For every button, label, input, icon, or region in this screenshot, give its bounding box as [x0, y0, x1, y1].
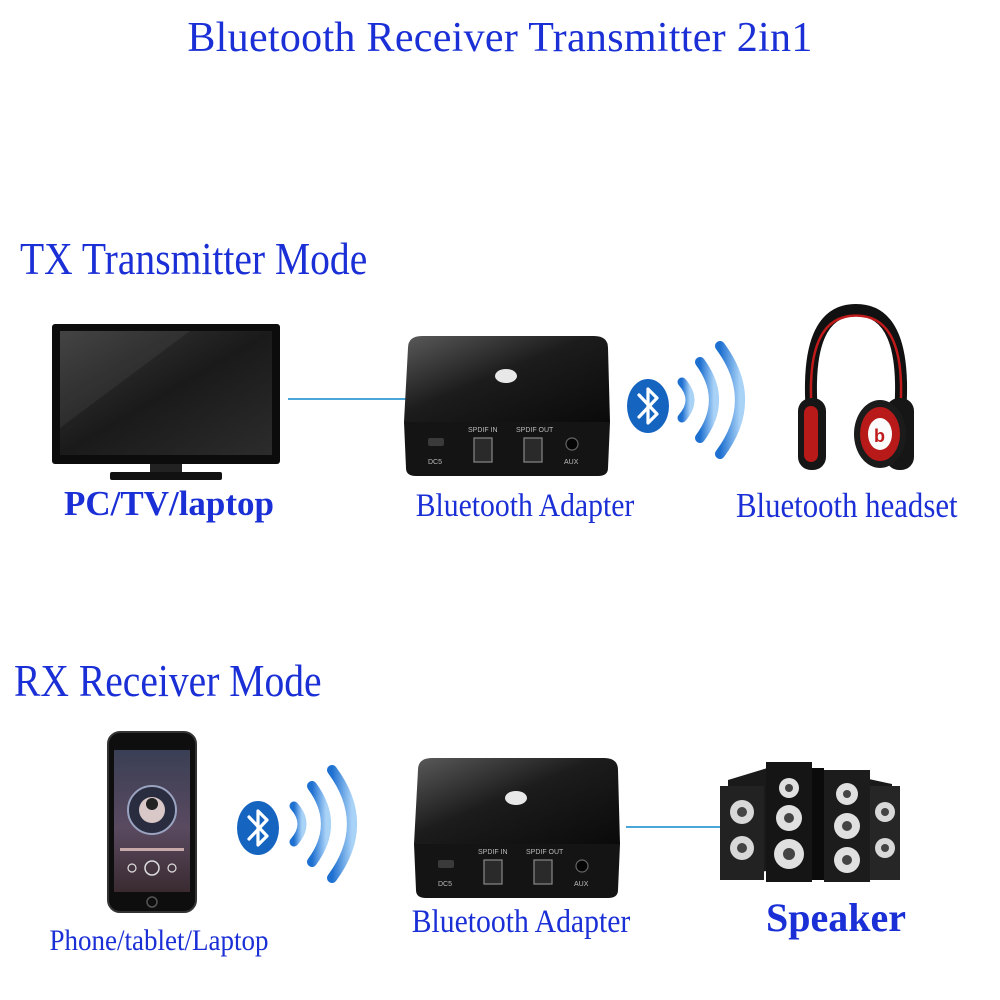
rx-mode-heading: RX Receiver Mode — [14, 655, 322, 706]
svg-text:SPDIF OUT: SPDIF OUT — [526, 849, 564, 856]
svg-text:AUX: AUX — [574, 881, 589, 888]
rx-adapter-label: Bluetooth Adapter — [411, 904, 631, 940]
svg-text:SPDIF IN: SPDIF IN — [468, 427, 498, 434]
speaker-icon — [720, 762, 900, 882]
monitor-icon — [52, 324, 280, 480]
svg-text:SPDIF OUT: SPDIF OUT — [516, 427, 554, 434]
headphone-brand-logo: b — [874, 426, 885, 446]
rx-sink-label: Speaker — [766, 895, 906, 940]
phone-icon — [107, 731, 197, 913]
bluetooth-icon — [237, 801, 279, 855]
headphones-icon: b — [798, 303, 914, 470]
tx-cable — [288, 398, 406, 400]
bluetooth-adapter-device: DC5 SPDIF IN SPDIF OUT AUX — [404, 336, 610, 476]
tx-adapter-label: Bluetooth Adapter — [415, 488, 635, 524]
svg-text:SPDIF IN: SPDIF IN — [478, 849, 508, 856]
rx-cable — [626, 826, 730, 828]
wave-icon — [677, 341, 745, 459]
bluetooth-adapter-device: DC5 SPDIF IN SPDIF OUT AUX — [414, 758, 620, 898]
tx-sink-label: Bluetooth headset — [736, 486, 958, 525]
svg-text:DC5: DC5 — [438, 881, 452, 888]
tx-mode-heading: TX Transmitter Mode — [20, 233, 368, 284]
svg-text:DC5: DC5 — [428, 459, 442, 466]
tx-source-label: PC/TV/laptop — [63, 484, 275, 523]
page-title: Bluetooth Receiver Transmitter 2in1 — [187, 15, 813, 61]
svg-text:AUX: AUX — [564, 459, 579, 466]
wave-icon — [289, 765, 357, 883]
bluetooth-icon — [627, 379, 669, 433]
rx-source-label: Phone/tablet/Laptop — [49, 924, 269, 957]
